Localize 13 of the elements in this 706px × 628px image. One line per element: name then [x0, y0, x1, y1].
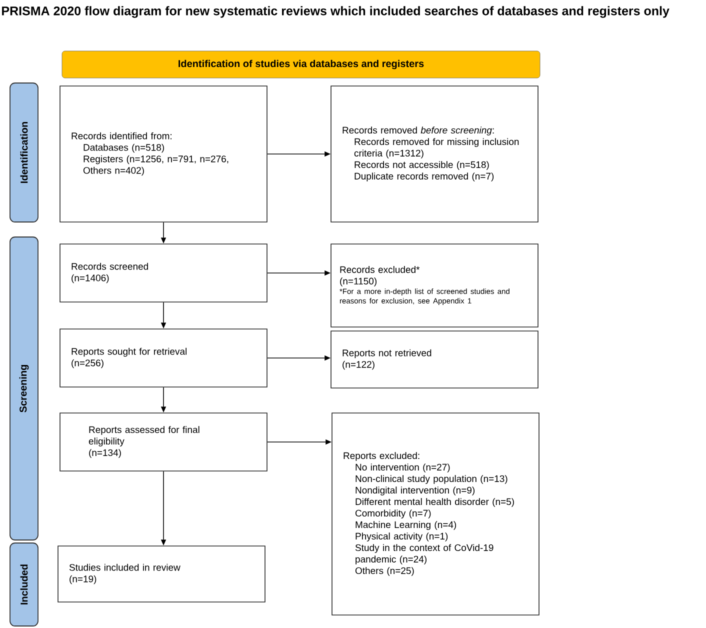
process-box: Records removed before screening: Records removed for missing inclusion criteria (n=1312) Records not accessible (n=518) Duplicate records removed (n=7): [330, 86, 538, 222]
phase-label: Screening: [10, 236, 38, 540]
process-box: Reports sought for retrieval (n=256): [60, 328, 268, 388]
process-box: Studies included in review (n=19): [58, 546, 266, 602]
process-box: Reports assessed for final eligibility (n=134): [60, 412, 268, 472]
title: PRISMA 2020 flow diagram for new systematic reviews which included searches of databases and registers only: [2, 6, 670, 18]
section-header: Identification of studies via databases and registers: [62, 50, 540, 78]
process-box: Reports not retrieved (n=122): [330, 330, 538, 388]
phase-label: Identification: [10, 82, 38, 222]
process-box: Records screened (n=1406): [60, 244, 268, 302]
process-box: Records identified from: Databases (n=518) Registers (n=1256, n=791, n=276, Others n=402): [60, 86, 268, 222]
process-box: Reports excluded: No intervention (n=27) Non-clinical study population (n=13) Nondigital intervention (n=9) Different mental health disorder (n=5) Comorbidity (n=7) Machine Learning (n=4) Physical activity (n=1) Study in the context of CoVid-19 pandemic (n=24) Others (n=25): [332, 412, 540, 616]
phase-label: Included: [10, 542, 38, 626]
